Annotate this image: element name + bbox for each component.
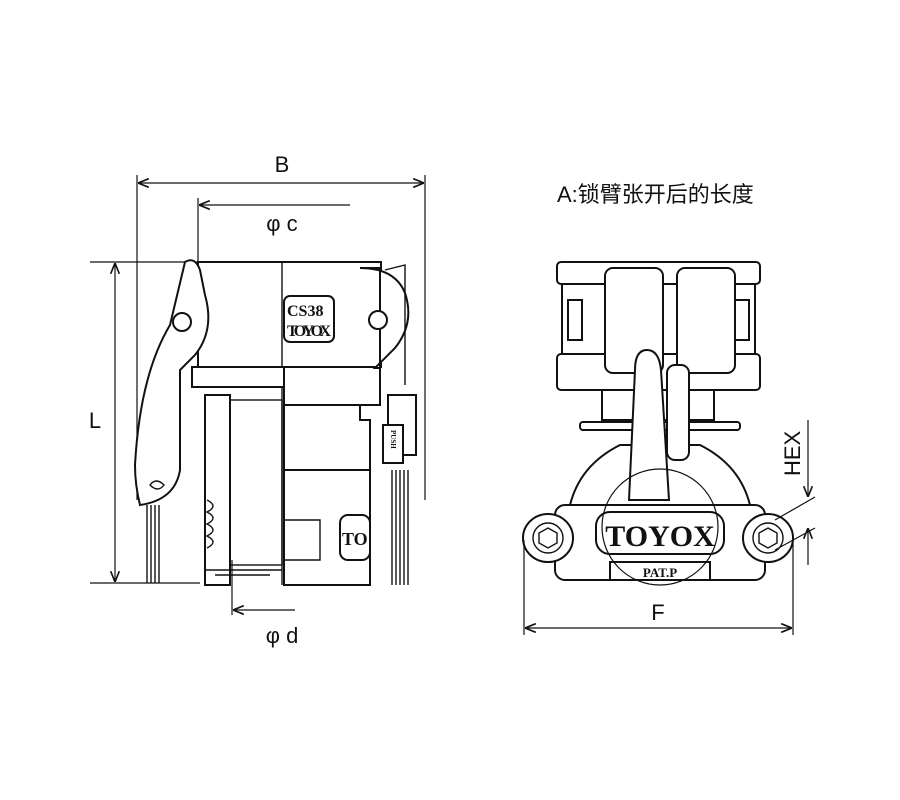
brand-marking: TOYOX bbox=[287, 323, 331, 340]
front-brand-marking: TOYOX bbox=[605, 520, 715, 553]
dimension-phi-d-label: φ d bbox=[266, 623, 299, 648]
dimension-hex: HEX bbox=[774, 420, 816, 565]
lever-open-length-note: A:锁臂张开后的长度 bbox=[557, 182, 754, 207]
side-view-coupling: PUSH CS38 TOYOX TO bbox=[133, 259, 417, 586]
dimension-l: L bbox=[89, 261, 200, 584]
dimension-hex-label: HEX bbox=[780, 430, 805, 476]
push-label: PUSH bbox=[389, 430, 397, 449]
dimension-f: F bbox=[523, 540, 794, 635]
dimension-l-label: L bbox=[89, 408, 101, 433]
dimension-phi-c-label: φ c bbox=[266, 211, 297, 236]
dimension-phi-d: φ d bbox=[231, 560, 299, 648]
dimension-b-label: B bbox=[275, 152, 290, 177]
dimension-phi-c: φ c bbox=[197, 198, 350, 262]
dimension-f-label: F bbox=[651, 600, 664, 625]
front-view-coupling: TOYOX PAT.P bbox=[522, 261, 794, 586]
brand-partial-marking: TO bbox=[342, 529, 368, 549]
patent-marking: PAT.P bbox=[643, 565, 677, 580]
model-marking: CS38 bbox=[287, 303, 323, 320]
